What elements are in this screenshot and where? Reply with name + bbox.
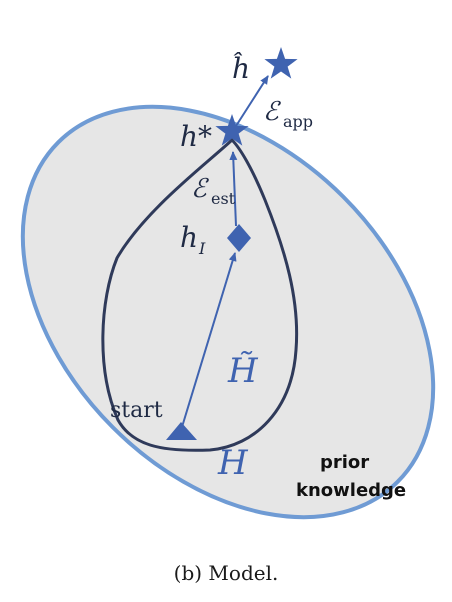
start-label: start [110, 398, 163, 423]
prior-knowledge-line2: knowledge [296, 480, 406, 501]
prior-knowledge-line1: prior [320, 452, 369, 473]
h-I-label: h [180, 221, 198, 254]
start-triangle-marker [166, 422, 197, 440]
restricted-space-region [101, 137, 299, 452]
figure-caption: (b) Model. [174, 561, 279, 585]
hhat-star-marker [264, 47, 298, 79]
h-I-subscript: I [198, 239, 206, 258]
h-star-label: h* [180, 120, 212, 153]
approx-error-symbol: ℰ [263, 97, 281, 127]
hstar-to-hhat-arrow [235, 75, 269, 127]
start-to-hI-arrow [181, 252, 237, 428]
est-error-symbol: ℰ [191, 174, 209, 204]
est-error-subscript: est [211, 189, 236, 208]
hI-diamond-marker [227, 224, 251, 252]
h-hat-label: ĥ [232, 52, 250, 85]
approx-error-subscript: app [283, 112, 313, 131]
restricted-space-label: H̃ [227, 351, 259, 391]
hstar-star-marker [215, 114, 249, 146]
hI-to-hstar-arrow [229, 151, 238, 227]
hypothesis-space-label: H [217, 443, 249, 483]
